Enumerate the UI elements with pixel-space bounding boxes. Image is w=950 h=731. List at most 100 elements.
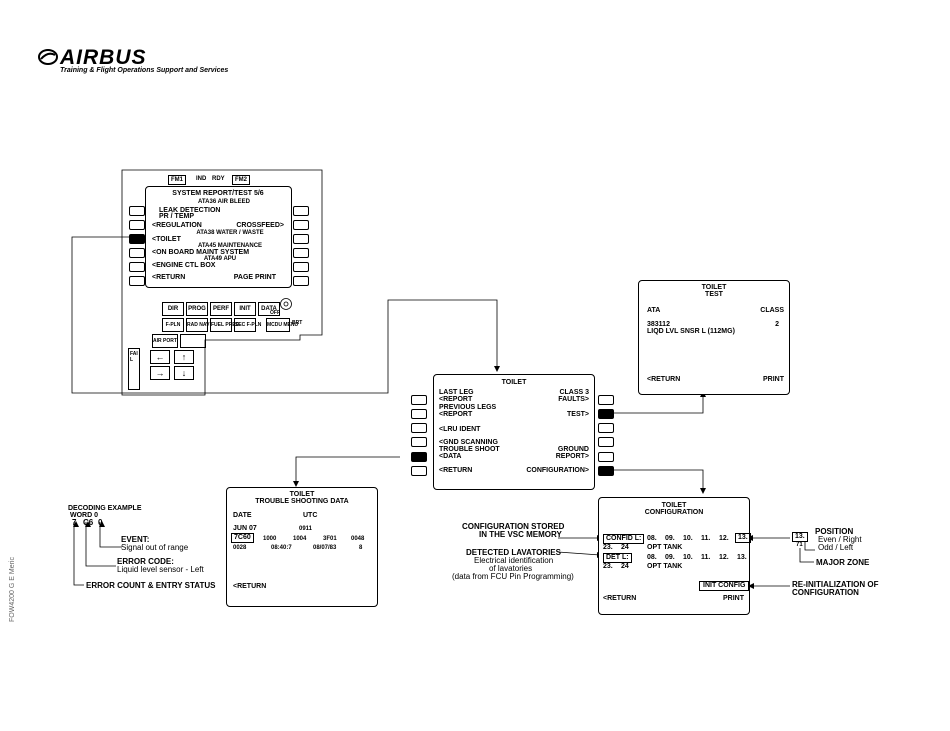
toilet-main-trouble-shoot: TROUBLE SHOOT	[439, 446, 500, 453]
ts-date: JUN 07	[233, 525, 257, 532]
event-label: EVENT:	[121, 535, 149, 544]
toilet-main-previous-legs: PREVIOUS LEGS	[439, 404, 497, 411]
mcdu-toilet: <TOILET	[152, 236, 181, 243]
ts-word0-box: 7C60	[231, 533, 254, 543]
key-mcdu-menu[interactable]: MCDU MENU	[266, 318, 298, 332]
cfg-r1b-1: 24	[621, 544, 629, 551]
mcdu-lsk-5r[interactable]	[293, 262, 309, 272]
major-zone-text: MAJOR ZONE	[816, 558, 870, 567]
mcdu-lsk-1r[interactable]	[293, 206, 309, 216]
key-data[interactable]: DATA	[258, 302, 280, 316]
cfg-v2-5: 13.	[737, 554, 747, 561]
decoding-word: WORD 0	[70, 512, 98, 519]
key-fuel-pred[interactable]: FUEL PRED	[210, 318, 239, 332]
cfg-v1-5: 13.	[735, 533, 751, 543]
mcdu-pr-temp: PR / TEMP	[159, 213, 195, 220]
cfg-det-label: DET L:	[603, 553, 632, 563]
ts-word3: 3F01	[323, 536, 337, 542]
test-subtitle: TEST	[705, 291, 723, 298]
position-title: POSITION	[815, 527, 853, 536]
error-count-status: ERROR COUNT & ENTRY STATUS	[86, 581, 215, 590]
key-arrow-right[interactable]: →	[150, 366, 170, 380]
event-label-text: EVENT:	[121, 535, 150, 544]
mcdu-lsk-5l[interactable]	[129, 262, 145, 272]
cfg-ann-stored-2: IN THE VSC MEMORY	[479, 530, 562, 539]
cfg-r2b-2: OPT TANK	[647, 563, 683, 570]
mcdu-lsk-2r[interactable]	[293, 220, 309, 230]
mcdu-onboard: <ON BOARD MAINT SYSTEM	[152, 249, 250, 256]
toilet-main-report-1: <REPORT	[439, 396, 473, 403]
error-label: ERROR CODE:	[117, 557, 174, 566]
key-arrow-up[interactable]: ↑	[174, 350, 194, 364]
test-code: 383112	[647, 321, 670, 328]
mcdu-lsk-4r[interactable]	[293, 248, 309, 258]
fail-slot: FAIL	[128, 348, 140, 390]
mcdu-crossfeed: CROSSFEED>	[236, 222, 284, 229]
key-brt: BRT	[292, 320, 303, 326]
ts-row2-3: 8	[359, 545, 363, 551]
brightness-knob-icon[interactable]	[279, 297, 293, 311]
mcdu-lsk-4l[interactable]	[129, 248, 145, 258]
troubleshoot-screen: TOILET TROUBLE SHOOTING DATA DATE UTC JU…	[226, 487, 378, 607]
error-text: Liquid level sensor - Left	[117, 565, 204, 574]
annunciator-rdy: RDY	[212, 176, 225, 182]
key-sec-fpln[interactable]: SEC F-PLN	[234, 318, 261, 332]
mcdu-lsk-3l[interactable]	[129, 234, 145, 244]
mcdu-regulation: <REGULATION	[152, 222, 202, 229]
key-fpln[interactable]: F-PLN	[162, 318, 184, 332]
ts-title: TOILET	[289, 491, 315, 498]
toilet-main-title: TOILET	[501, 379, 527, 386]
toilet-lsk-5l[interactable]	[411, 452, 427, 462]
toilet-lsk-1r[interactable]	[598, 395, 614, 405]
mcdu-ata36: ATA36 AIR BLEED	[198, 199, 250, 205]
cfg-v1-2: 10.	[683, 535, 693, 542]
mcdu-lsk-6r[interactable]	[293, 276, 309, 286]
toilet-lsk-2r[interactable]	[598, 409, 614, 419]
toilet-lsk-3r[interactable]	[598, 423, 614, 433]
mcdu-leak: LEAK DETECTION	[159, 207, 221, 214]
cfg-v1-4: 12.	[719, 535, 729, 542]
cfg-r1b-0: 23.	[603, 544, 613, 551]
toilet-main-lru-ident: <LRU IDENT	[439, 426, 481, 433]
key-arrow-down[interactable]: ↓	[174, 366, 194, 380]
key-rad-nav[interactable]: RAD NAV	[186, 318, 209, 332]
error-count-status-text: ERROR COUNT & ENTRY STATUS	[86, 581, 216, 590]
mcdu-lsk-6l[interactable]	[129, 276, 145, 286]
cfg-subtitle: CONFIGURATION	[644, 509, 704, 516]
key-init[interactable]: INIT	[234, 302, 256, 316]
toilet-lsk-6l[interactable]	[411, 466, 427, 476]
test-print: PRINT	[763, 376, 784, 383]
test-title: TOILET	[701, 284, 727, 291]
cfg-ann-stored-1-text: CONFIGURATION STORED	[462, 522, 565, 531]
toilet-lsk-2l[interactable]	[411, 409, 427, 419]
toilet-lsk-4l[interactable]	[411, 437, 427, 447]
toilet-main-test: TEST>	[567, 411, 589, 418]
ts-word1: 1000	[263, 536, 277, 542]
cfg-title: TOILET	[661, 502, 687, 509]
key-blank[interactable]	[180, 334, 206, 348]
reinit-2: CONFIGURATION	[792, 588, 859, 597]
toilet-lsk-1l[interactable]	[411, 395, 427, 405]
position-odd: Odd / Left	[818, 543, 854, 552]
cfg-ann-detected-4: (data from FCU Pin Programming)	[452, 572, 574, 581]
error-label-text: ERROR CODE:	[117, 557, 174, 566]
key-airport[interactable]: AIR PORT	[152, 334, 178, 348]
major-zone: MAJOR ZONE	[816, 558, 869, 567]
cfg-ann-detected-3: of lavatories	[489, 564, 533, 573]
toilet-lsk-3l[interactable]	[411, 423, 427, 433]
position-code-box: 13.	[792, 532, 808, 542]
toilet-main-class3: CLASS 3	[559, 389, 589, 396]
key-dir[interactable]: DIR	[162, 302, 184, 316]
mcdu-lsk-1l[interactable]	[129, 206, 145, 216]
toilet-lsk-5r[interactable]	[598, 452, 614, 462]
key-arrow-left[interactable]: ←	[150, 350, 170, 364]
mcdu-lsk-3r[interactable]	[293, 234, 309, 244]
key-prog[interactable]: PROG	[186, 302, 208, 316]
toilet-lsk-6r[interactable]	[598, 466, 614, 476]
key-perf[interactable]: PERF	[210, 302, 232, 316]
position-title-text: POSITION	[815, 527, 854, 536]
toilet-lsk-4r[interactable]	[598, 437, 614, 447]
mcdu-lsk-2l[interactable]	[129, 220, 145, 230]
test-desc: LIQD LVL SNSR L (112MG)	[647, 328, 735, 335]
